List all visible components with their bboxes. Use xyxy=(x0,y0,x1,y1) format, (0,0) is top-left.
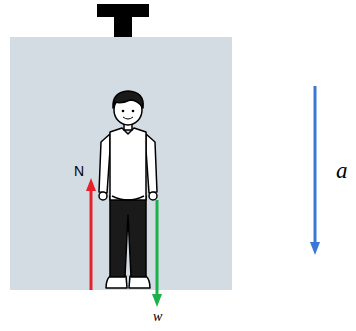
person-figure xyxy=(99,91,157,288)
weight-arrow xyxy=(156,200,159,296)
arm xyxy=(146,134,157,193)
hanger-stem xyxy=(114,16,132,38)
arrowhead xyxy=(310,242,320,255)
arrowhead xyxy=(152,294,162,307)
elevator-cabin xyxy=(10,37,232,290)
hair xyxy=(113,91,143,108)
shirt-hem xyxy=(112,196,144,200)
acceleration-arrow xyxy=(314,86,317,243)
eye xyxy=(122,110,125,113)
arrowhead xyxy=(86,178,96,191)
pants xyxy=(110,196,146,277)
shoe xyxy=(129,276,150,288)
force-label: N xyxy=(74,163,84,179)
hand xyxy=(149,192,157,200)
eye xyxy=(132,110,135,113)
shirt xyxy=(110,128,146,200)
hanger-bar xyxy=(97,4,149,17)
arm xyxy=(99,134,110,193)
hand xyxy=(99,192,107,200)
normal-force-arrow xyxy=(90,190,93,290)
mouth xyxy=(123,117,133,119)
shoe xyxy=(106,276,127,288)
force-label: w xyxy=(153,309,162,325)
acceleration-label: a xyxy=(336,158,348,184)
